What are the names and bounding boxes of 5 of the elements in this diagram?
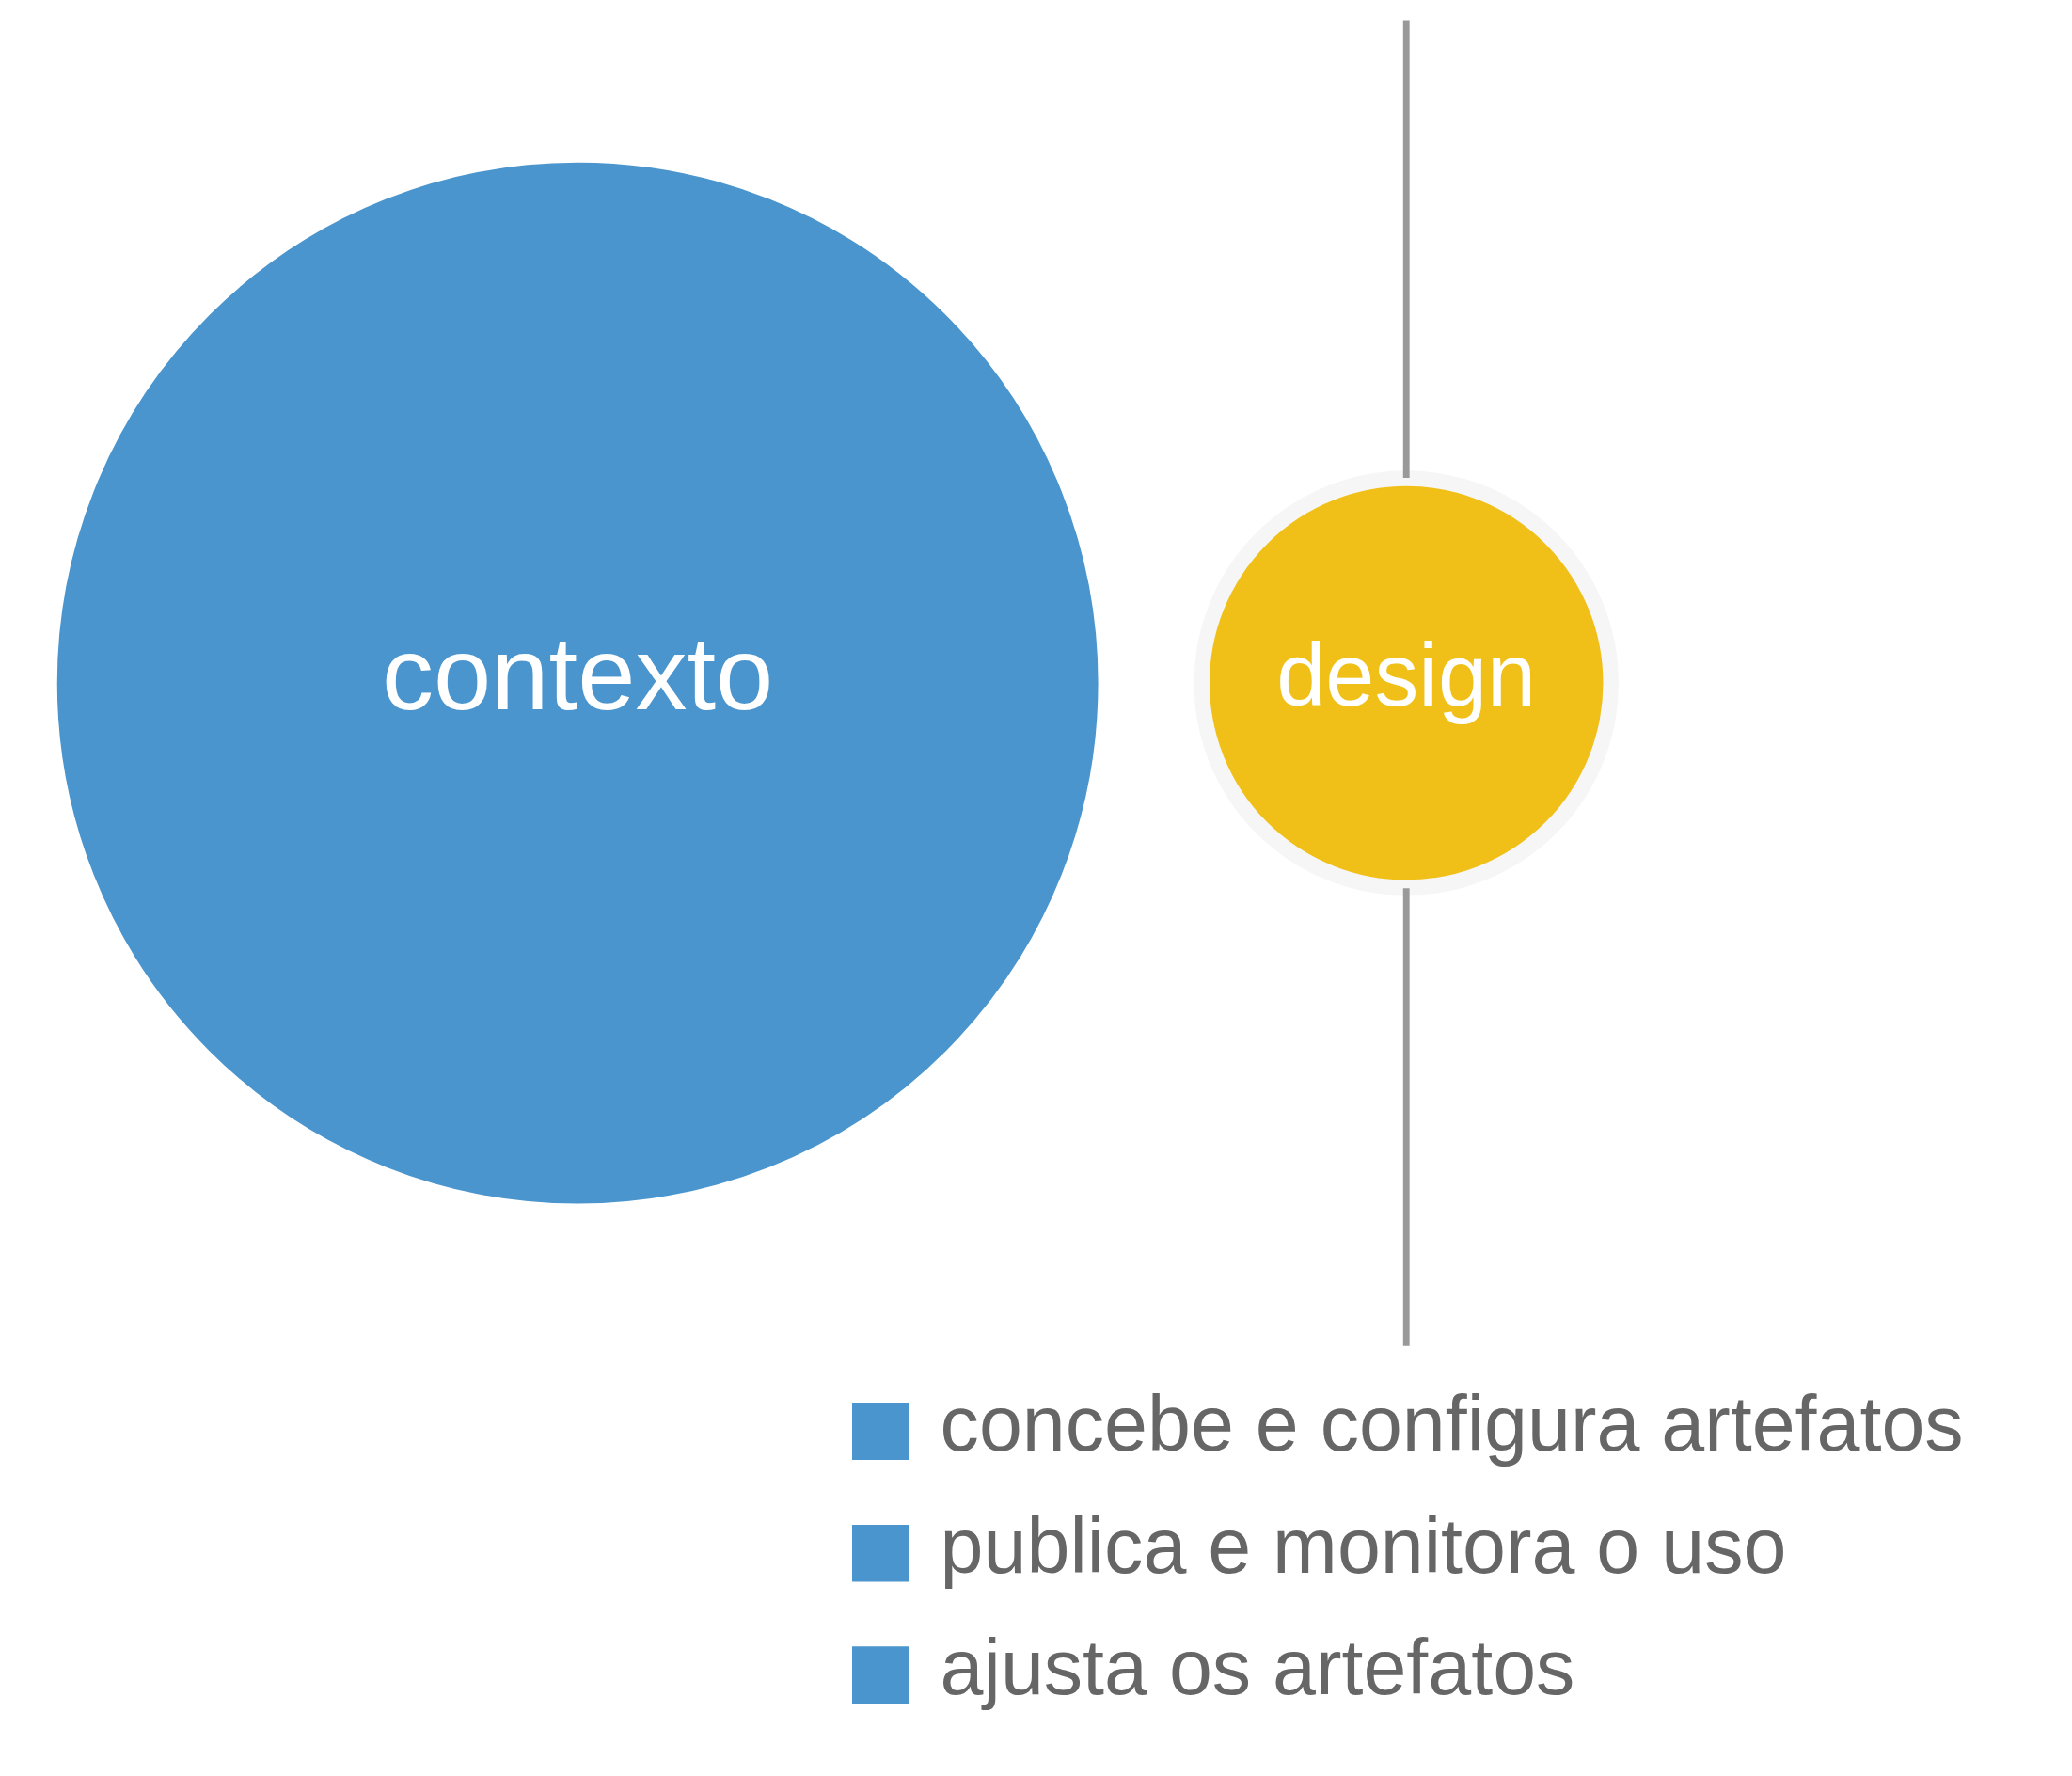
node-circle: contexto bbox=[56, 162, 1099, 1204]
node-label: ajusta os artefatos bbox=[940, 1624, 1575, 1712]
node-circle: design bbox=[1194, 470, 1619, 896]
node-label: concebe e configura artefatos bbox=[940, 1380, 1964, 1468]
node-label: publica e monitora o uso bbox=[940, 1501, 1787, 1590]
